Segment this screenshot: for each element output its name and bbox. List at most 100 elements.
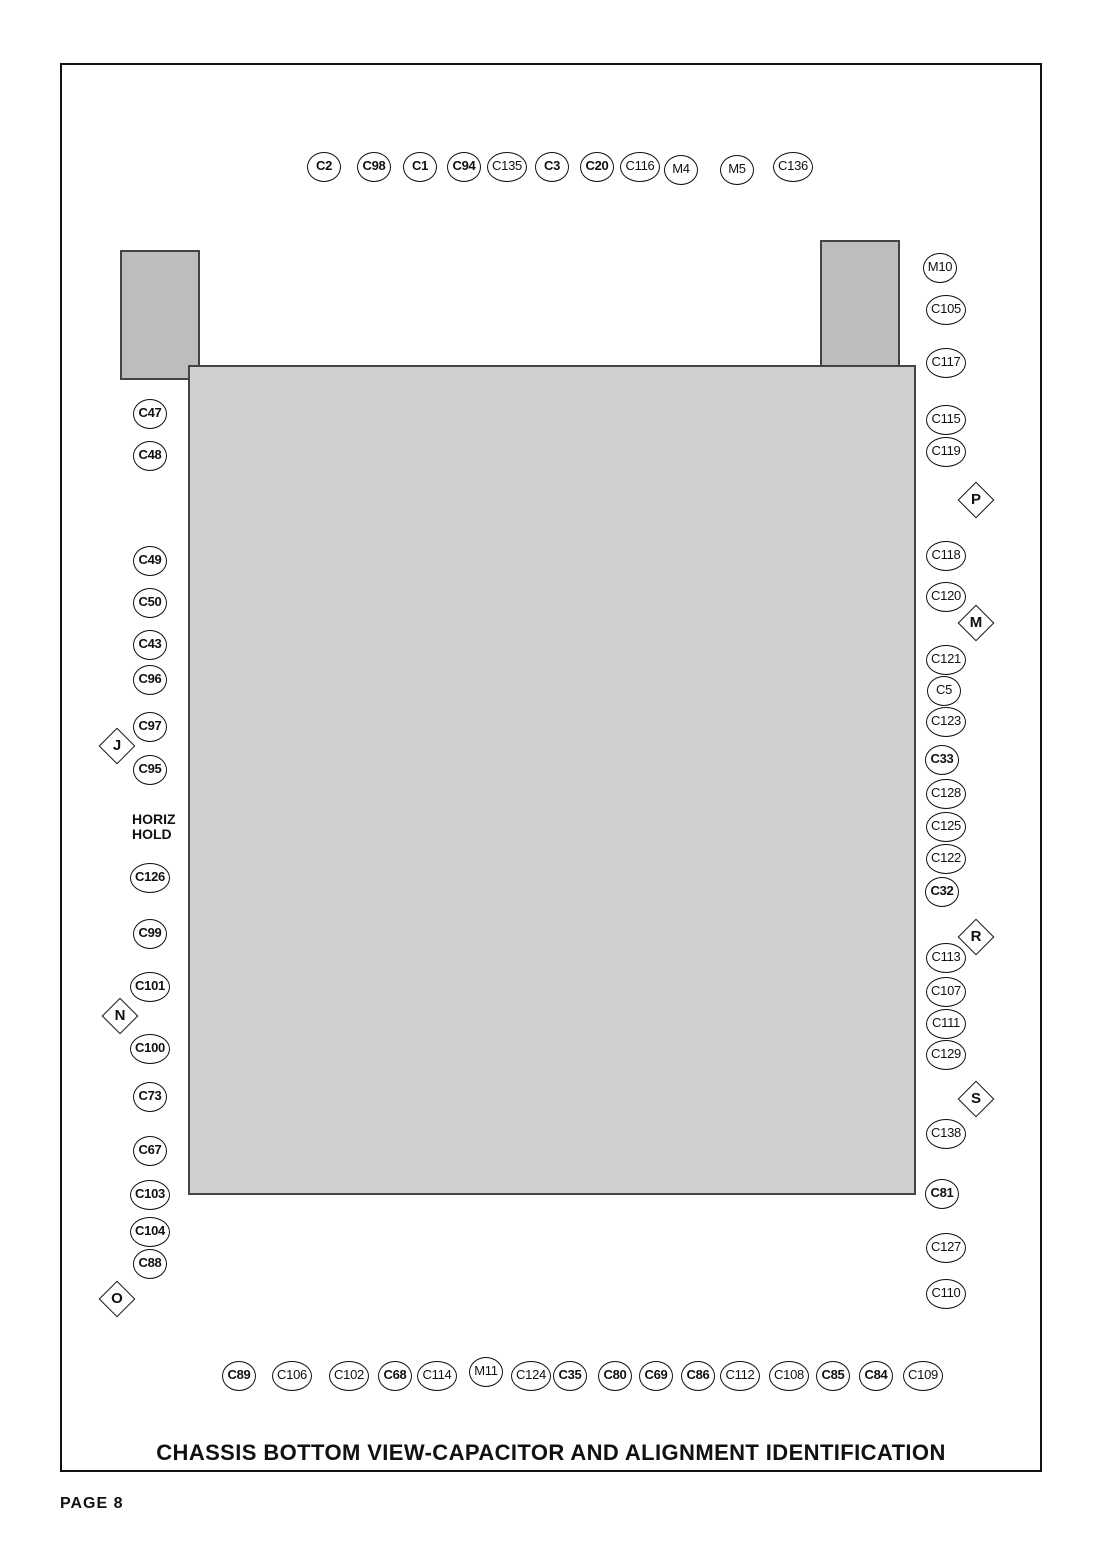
component-label-c3: C3 [535, 152, 569, 182]
component-label-oval: C118 [926, 541, 966, 571]
component-label-oval: C85 [816, 1361, 850, 1391]
alignment-point-label: P [970, 491, 981, 508]
component-label-c110: C110 [926, 1279, 966, 1309]
component-label-oval: C47 [133, 399, 167, 429]
component-label-c112: C112 [720, 1361, 760, 1391]
component-label-oval: C136 [773, 152, 813, 182]
component-label-oval: C104 [130, 1217, 170, 1247]
component-label-oval: C5 [927, 676, 961, 706]
component-label-c49: C49 [133, 546, 167, 576]
component-label-oval: M5 [720, 155, 754, 185]
component-label-c125: C125 [926, 812, 966, 842]
component-label-c20: C20 [580, 152, 614, 182]
component-label-oval: C2 [307, 152, 341, 182]
component-label-oval: C126 [130, 863, 170, 893]
component-label-oval: C43 [133, 630, 167, 660]
component-label-oval: C106 [272, 1361, 312, 1391]
component-label-oval: C121 [926, 645, 966, 675]
component-label-oval: C1 [403, 152, 437, 182]
component-label-oval: C95 [133, 755, 167, 785]
component-label-oval: C110 [926, 1279, 966, 1309]
component-label-c136: C136 [773, 152, 813, 182]
component-label-c81: C81 [925, 1179, 959, 1209]
component-label-oval: C123 [926, 707, 966, 737]
alignment-point-label: O [111, 1290, 123, 1307]
component-label-c135: C135 [487, 152, 527, 182]
component-label-c67: C67 [133, 1136, 167, 1166]
component-label-c94: C94 [447, 152, 481, 182]
component-label-c98: C98 [357, 152, 391, 182]
component-label-oval: C103 [130, 1180, 170, 1210]
component-label-oval: M10 [923, 253, 957, 283]
alignment-point-label: M [969, 614, 983, 631]
component-label-m5: M5 [720, 155, 754, 185]
component-label-c122: C122 [926, 844, 966, 874]
component-label-c84: C84 [859, 1361, 893, 1391]
component-label-c113: C113 [926, 943, 966, 973]
chassis-bracket-left [120, 250, 200, 380]
component-label-c96: C96 [133, 665, 167, 695]
component-label-c126: C126 [130, 863, 170, 893]
component-label-c35: C35 [553, 1361, 587, 1391]
component-label-c69: C69 [639, 1361, 673, 1391]
component-label-c32: C32 [925, 877, 959, 907]
component-label-oval: C105 [926, 295, 966, 325]
component-label-oval: C120 [926, 582, 966, 612]
component-label-oval: C88 [133, 1249, 167, 1279]
component-label-c138: C138 [926, 1119, 966, 1149]
component-label-oval: C100 [130, 1034, 170, 1064]
component-label-c119: C119 [926, 437, 966, 467]
component-label-c101: C101 [130, 972, 170, 1002]
alignment-point-m: M [957, 604, 995, 642]
component-label-oval: C68 [378, 1361, 412, 1391]
component-label-oval: C119 [926, 437, 966, 467]
component-label-oval: C113 [926, 943, 966, 973]
component-label-oval: C80 [598, 1361, 632, 1391]
component-label-oval: C3 [535, 152, 569, 182]
component-label-oval: C86 [681, 1361, 715, 1391]
component-label-c43: C43 [133, 630, 167, 660]
component-label-oval: C135 [487, 152, 527, 182]
component-label-c85: C85 [816, 1361, 850, 1391]
component-label-c107: C107 [926, 977, 966, 1007]
component-label-oval: C99 [133, 919, 167, 949]
component-label-c109: C109 [903, 1361, 943, 1391]
component-label-oval: C116 [620, 152, 660, 182]
component-label-c86: C86 [681, 1361, 715, 1391]
component-label-oval: C20 [580, 152, 614, 182]
component-label-c118: C118 [926, 541, 966, 571]
component-label-c120: C120 [926, 582, 966, 612]
component-label-oval: C107 [926, 977, 966, 1007]
component-label-oval: C125 [926, 812, 966, 842]
component-label-oval: C69 [639, 1361, 673, 1391]
component-label-c88: C88 [133, 1249, 167, 1279]
component-label-oval: M4 [664, 155, 698, 185]
component-label-c105: C105 [926, 295, 966, 325]
component-label-oval: C84 [859, 1361, 893, 1391]
alignment-point-label: R [970, 928, 982, 945]
page-number: PAGE 8 [60, 1495, 124, 1512]
component-label-oval: C97 [133, 712, 167, 742]
alignment-point-label: S [970, 1090, 981, 1107]
component-label-c106: C106 [272, 1361, 312, 1391]
component-label-m11: M11 [469, 1357, 503, 1387]
component-label-c47: C47 [133, 399, 167, 429]
component-label-oval: C122 [926, 844, 966, 874]
component-label-oval: C112 [720, 1361, 760, 1391]
component-label-c89: C89 [222, 1361, 256, 1391]
component-label-m10: M10 [923, 253, 957, 283]
component-label-c68: C68 [378, 1361, 412, 1391]
component-label-c115: C115 [926, 405, 966, 435]
component-label-oval: C128 [926, 779, 966, 809]
horiz-hold-label: HORIZ HOLD [132, 811, 176, 842]
component-label-c129: C129 [926, 1040, 966, 1070]
alignment-point-j: J [98, 727, 136, 765]
component-label-c48: C48 [133, 441, 167, 471]
component-label-oval: C111 [926, 1009, 966, 1039]
component-label-c114: C114 [417, 1361, 457, 1391]
alignment-point-s: S [957, 1080, 995, 1118]
alignment-point-n: N [101, 997, 139, 1035]
component-label-oval: C117 [926, 348, 966, 378]
component-label-oval: C101 [130, 972, 170, 1002]
component-label-c102: C102 [329, 1361, 369, 1391]
